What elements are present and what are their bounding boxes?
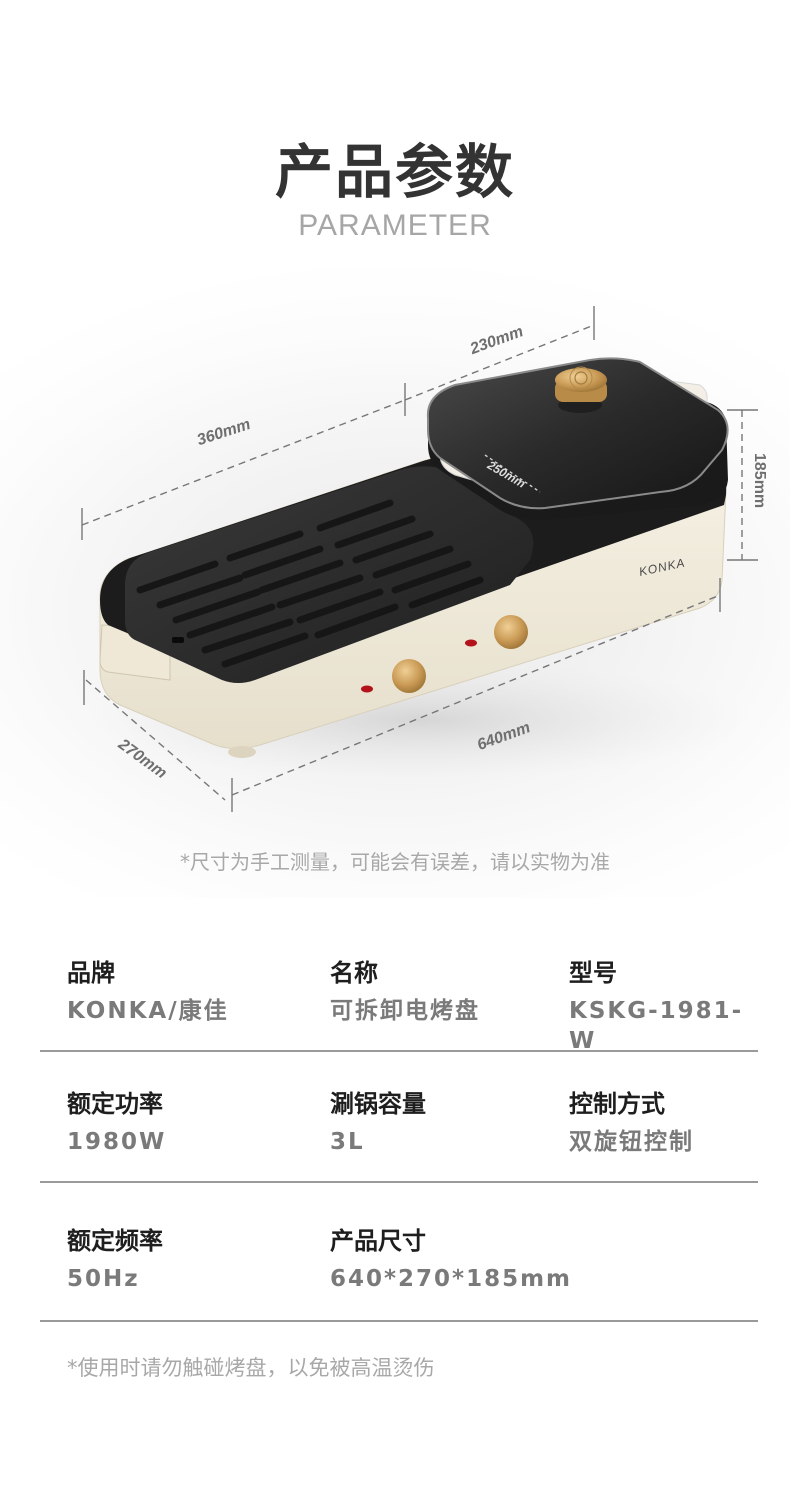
spec-cell-brand: 品牌 KONKA/康佳 [67, 958, 229, 1026]
spec-row: 额定功率 1980W 涮锅容量 3L 控制方式 双旋钮控制 [40, 1071, 758, 1183]
row-divider [40, 1320, 758, 1322]
indicator-light-icon [361, 685, 373, 693]
spec-value: 双旋钮控制 [569, 1129, 694, 1155]
control-knob-right-icon [494, 615, 528, 649]
spec-cell-model: 型号 KSKG-1981-W [569, 958, 758, 1056]
row-divider [40, 1181, 758, 1183]
spec-label: 产品尺寸 [330, 1227, 426, 1255]
spec-value: 可拆卸电烤盘 [330, 998, 480, 1024]
spec-value: 640*270*185mm [330, 1266, 573, 1292]
spec-row: 额定频率 50Hz 产品尺寸 640*270*185mm [40, 1208, 758, 1322]
grill-ridges [136, 499, 484, 668]
spec-value: 3L [330, 1129, 365, 1155]
product-image: KONKA 360mm 230mm 250mm 185mm [0, 258, 790, 898]
spec-label: 控制方式 [569, 1090, 665, 1118]
spec-value: KSKG-1981-W [569, 998, 744, 1054]
spec-label: 额定功率 [67, 1090, 163, 1118]
spec-value: 1980W [67, 1129, 167, 1155]
safety-disclaimer: *使用时请勿触碰烤盘，以免被高温烫伤 [67, 1356, 435, 1380]
spec-row: 品牌 KONKA/康佳 名称 可拆卸电烤盘 型号 KSKG-1981-W [40, 940, 758, 1054]
row-divider [40, 1050, 758, 1052]
page-subtitle: PARAMETER [298, 209, 492, 242]
page-title: 产品参数 [274, 138, 515, 206]
spec-value: KONKA/康佳 [67, 998, 229, 1024]
spec-cell-name: 名称 可拆卸电烤盘 [330, 958, 480, 1026]
spec-cell-power: 额定功率 1980W [67, 1089, 166, 1157]
lid-knob-icon [555, 368, 607, 392]
page-header: 产品参数 PARAMETER [0, 0, 790, 260]
dim-label-185: 185mm [751, 453, 768, 509]
spec-cell-size: 产品尺寸 640*270*185mm [330, 1226, 572, 1294]
measurement-disclaimer: *尺寸为手工测量，可能会有误差，请以实物为准 [180, 850, 610, 874]
spec-value: 50Hz [67, 1266, 140, 1292]
spec-label: 名称 [330, 959, 378, 987]
spec-label: 涮锅容量 [330, 1090, 426, 1118]
spec-cell-capacity: 涮锅容量 3L [330, 1089, 426, 1157]
spec-cell-control: 控制方式 双旋钮控制 [569, 1089, 694, 1157]
grill-hotpot-illustration: KONKA [81, 306, 758, 812]
spec-label: 型号 [569, 959, 617, 987]
control-knob-left-icon [392, 659, 426, 693]
spec-label: 品牌 [67, 959, 115, 987]
spec-label: 额定频率 [67, 1227, 163, 1255]
indicator-light-icon [465, 639, 477, 647]
spec-cell-frequency: 额定频率 50Hz [67, 1226, 163, 1294]
